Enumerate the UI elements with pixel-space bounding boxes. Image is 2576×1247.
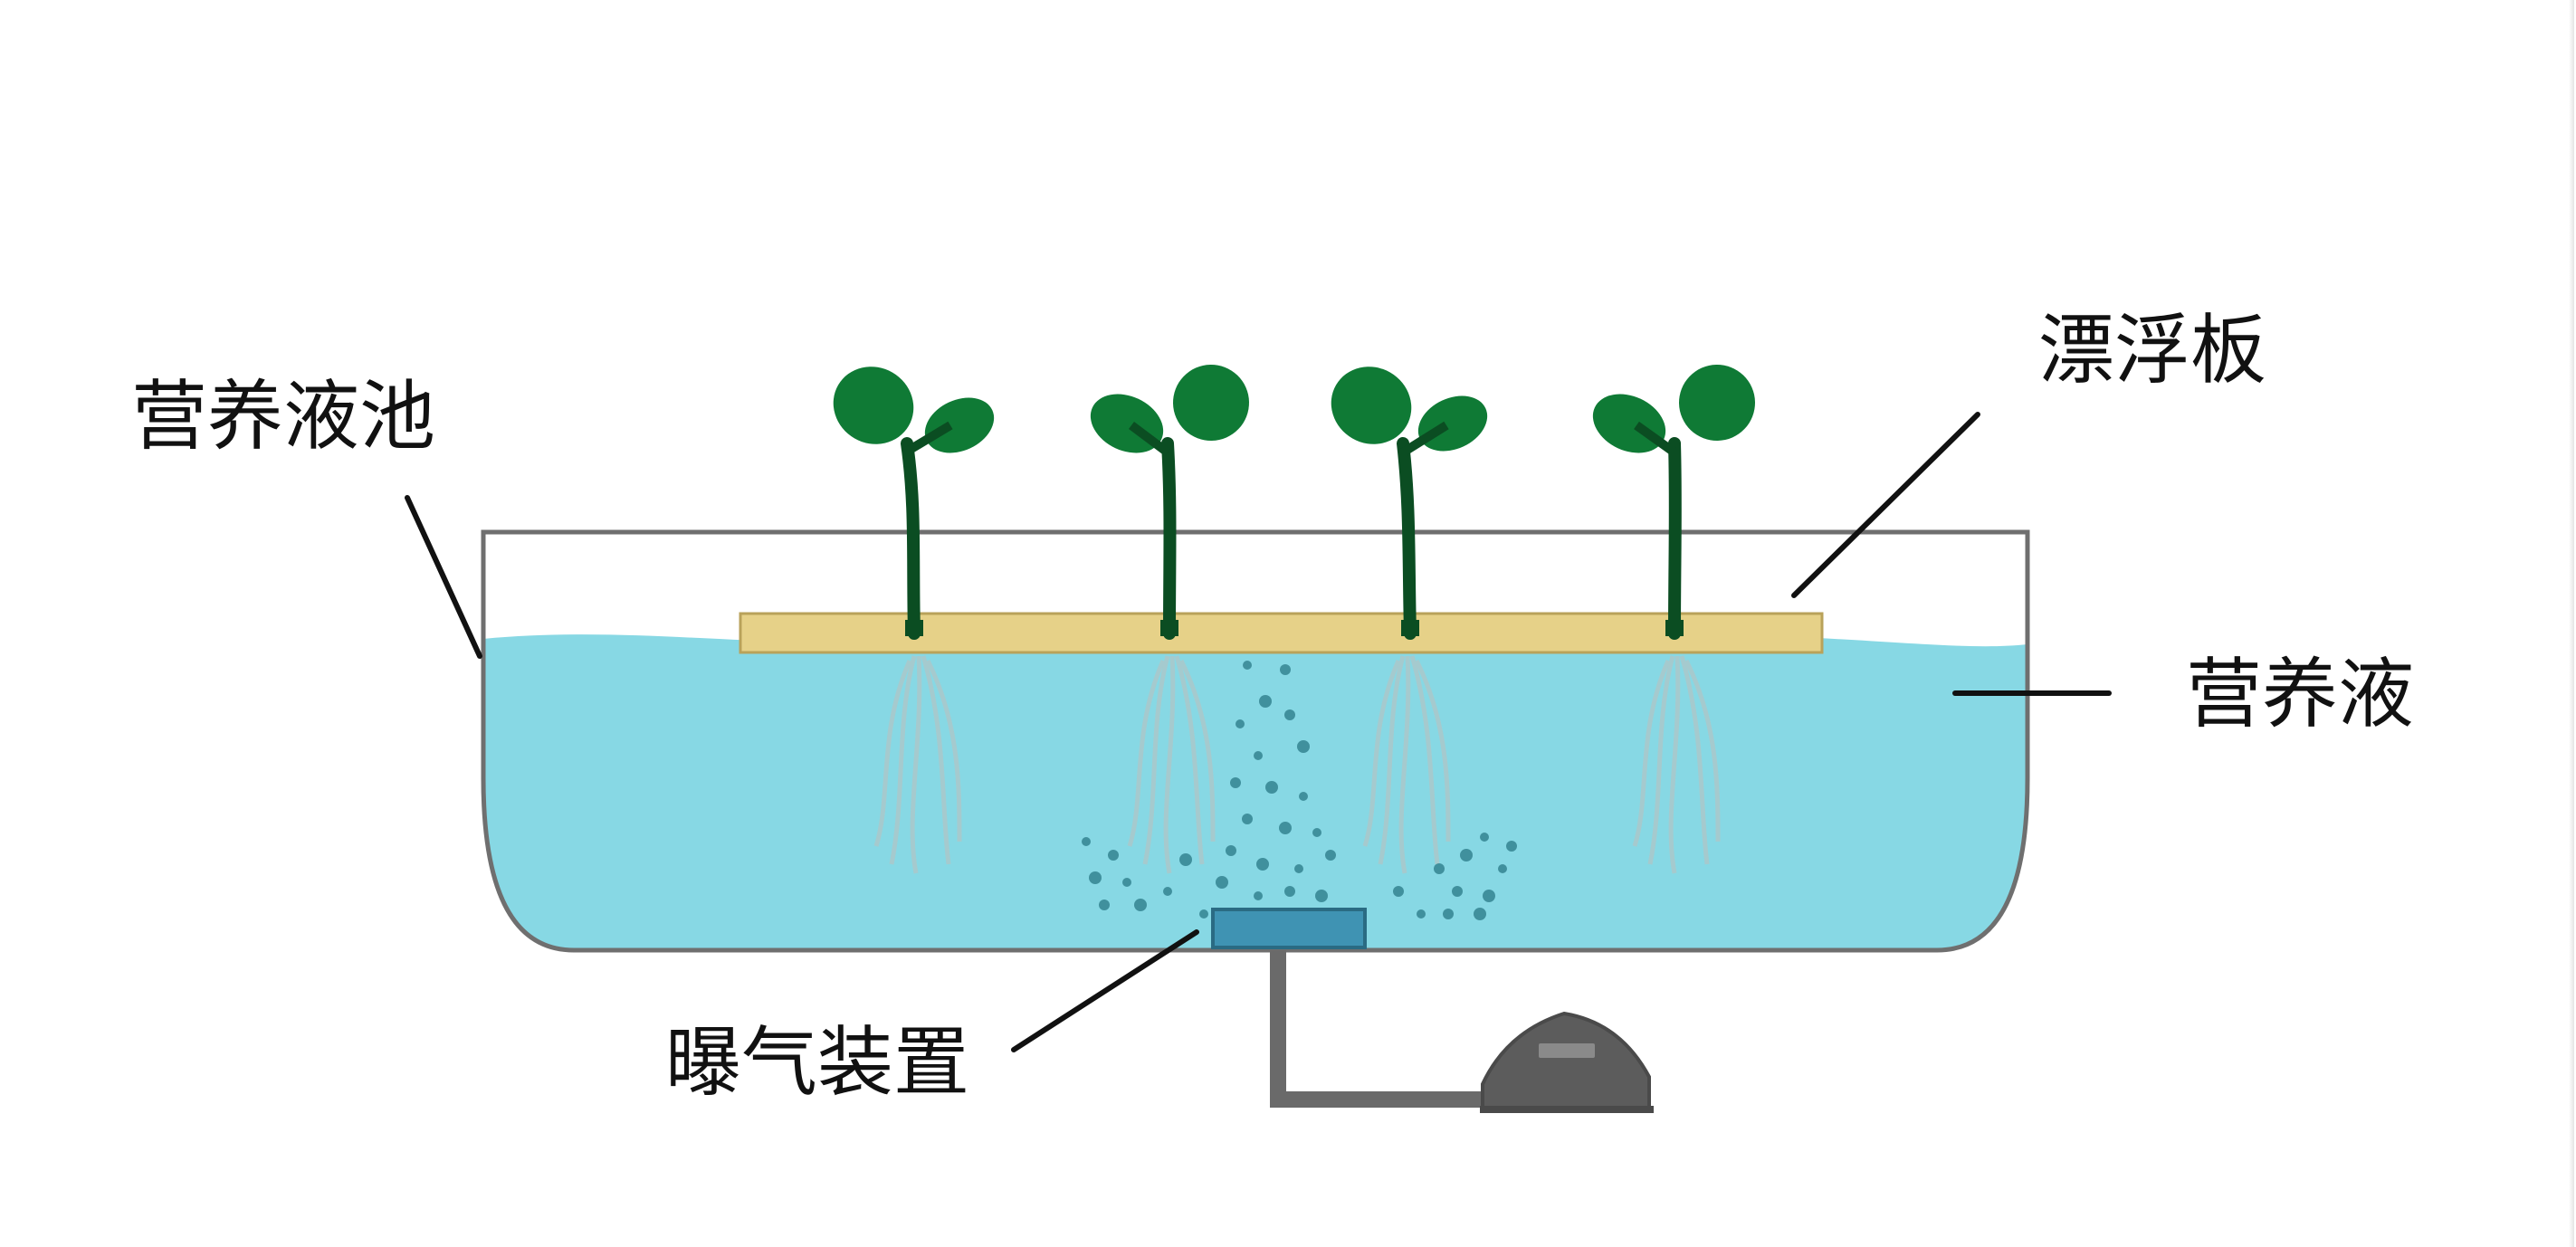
plant-1 bbox=[833, 366, 995, 640]
bubble bbox=[1284, 886, 1295, 897]
air-tube bbox=[1270, 950, 1489, 1108]
bubble bbox=[1312, 828, 1321, 837]
bubble bbox=[1179, 853, 1192, 866]
leader-line-tank bbox=[405, 495, 482, 659]
bubble bbox=[1254, 891, 1263, 900]
bubble bbox=[1284, 709, 1295, 720]
bubble bbox=[1089, 871, 1102, 884]
plant-3 bbox=[1331, 366, 1488, 640]
leaf-icon bbox=[1417, 395, 1488, 452]
nutrient-solution-water bbox=[483, 634, 2027, 950]
leaf-icon bbox=[1090, 394, 1164, 453]
floating-board bbox=[739, 612, 1824, 654]
leaf-icon bbox=[924, 397, 995, 453]
bubble bbox=[1216, 876, 1228, 889]
bubble bbox=[1122, 878, 1131, 887]
bubble bbox=[1279, 822, 1292, 834]
tank-outline bbox=[481, 529, 2030, 953]
root-cluster-3 bbox=[1362, 655, 1451, 874]
bubble bbox=[1163, 887, 1172, 896]
label-nutrient-tank: 营养液池 bbox=[131, 372, 436, 461]
bubble bbox=[1226, 845, 1236, 856]
leaf-icon bbox=[833, 366, 914, 444]
leaf-icon bbox=[1679, 365, 1755, 441]
bubble bbox=[1417, 909, 1426, 919]
bubble bbox=[1134, 899, 1147, 911]
bubble bbox=[1265, 781, 1278, 794]
bubble bbox=[1452, 886, 1463, 897]
root-cluster-1 bbox=[873, 655, 962, 874]
bubble bbox=[1280, 664, 1291, 675]
bubble bbox=[1297, 740, 1310, 753]
seedling-icon bbox=[1668, 437, 1682, 640]
leader-lines bbox=[405, 412, 2112, 1052]
bubble bbox=[1236, 719, 1245, 728]
plant-roots bbox=[873, 655, 1721, 874]
nutrient-tank bbox=[481, 529, 2030, 953]
bubble bbox=[1506, 841, 1517, 852]
bubble bbox=[1498, 864, 1507, 873]
seedling-icon bbox=[901, 437, 921, 640]
air-pump-icon bbox=[1480, 1011, 1654, 1113]
bubble bbox=[1299, 792, 1308, 801]
bubble bbox=[1243, 661, 1252, 670]
bubble bbox=[1259, 695, 1272, 708]
bubble bbox=[1294, 864, 1303, 873]
bubble bbox=[1393, 886, 1404, 897]
leaf-icon bbox=[1173, 365, 1249, 442]
plant-2 bbox=[1090, 365, 1249, 640]
bubble bbox=[1315, 890, 1328, 902]
bubble bbox=[1480, 833, 1489, 842]
aeration-bubbles bbox=[1082, 661, 1517, 920]
bubble bbox=[1483, 890, 1495, 902]
bubble bbox=[1199, 909, 1208, 919]
label-floating-board: 漂浮板 bbox=[2038, 306, 2267, 395]
leaf-icon bbox=[1592, 394, 1666, 453]
bubble bbox=[1082, 837, 1091, 846]
bubble bbox=[1108, 850, 1119, 861]
label-aeration-device: 曝气装置 bbox=[665, 1018, 970, 1107]
bubble bbox=[1242, 814, 1253, 824]
bubble bbox=[1254, 751, 1263, 760]
bubble bbox=[1099, 900, 1110, 910]
page-edge bbox=[2569, 0, 2574, 1247]
root-cluster-4 bbox=[1632, 655, 1721, 874]
leader-line-aerator bbox=[1011, 929, 1199, 1052]
bubble bbox=[1325, 850, 1336, 861]
bubble bbox=[1460, 849, 1473, 861]
aerator-head bbox=[1211, 908, 1367, 949]
leader-line-board bbox=[1791, 412, 1980, 598]
leaf-icon bbox=[1331, 366, 1412, 444]
bubble bbox=[1434, 863, 1445, 874]
seedling-icon bbox=[1161, 437, 1177, 640]
bubble bbox=[1256, 858, 1269, 871]
plant-4 bbox=[1592, 365, 1755, 640]
bubble bbox=[1230, 777, 1241, 788]
seedling-icon bbox=[1397, 437, 1417, 640]
bubble bbox=[1474, 908, 1486, 920]
bubble bbox=[1443, 909, 1454, 919]
root-cluster-2 bbox=[1127, 655, 1216, 874]
label-nutrient-solution: 营养液 bbox=[2186, 650, 2415, 738]
